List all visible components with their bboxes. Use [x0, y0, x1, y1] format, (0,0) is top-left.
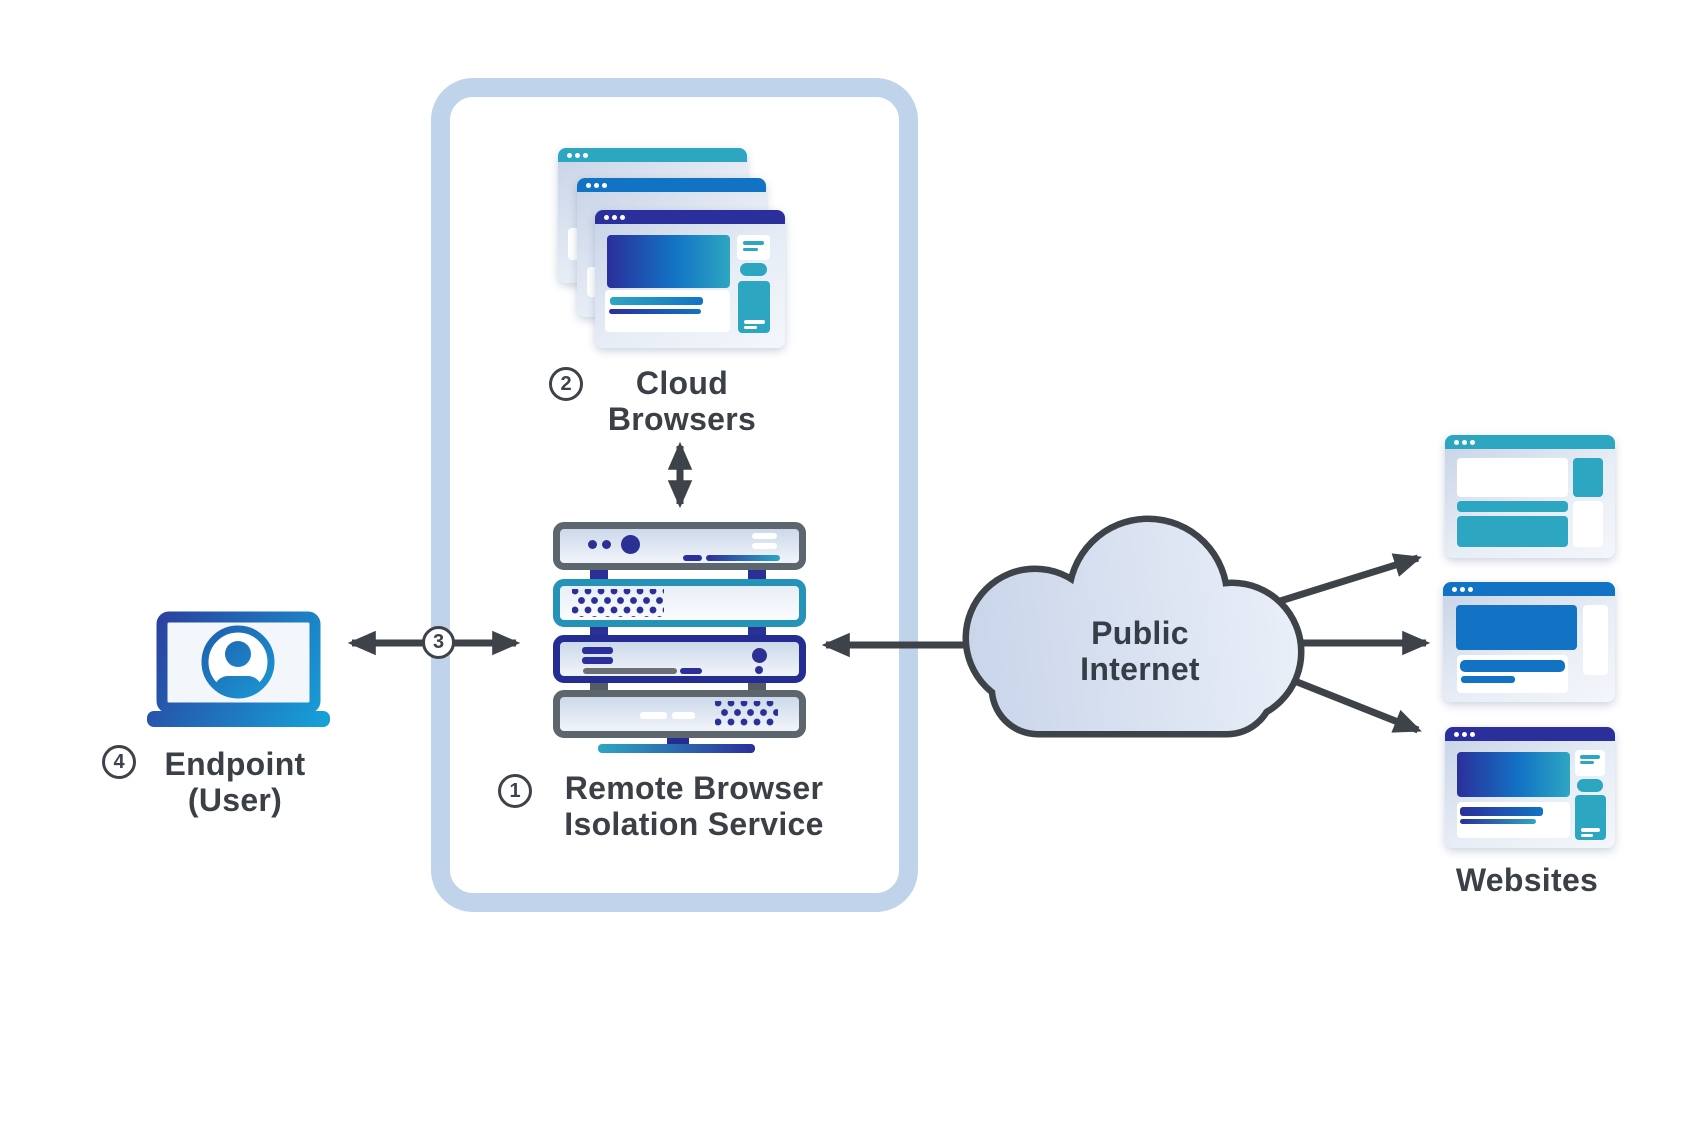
- vent-dot-grid: [572, 589, 664, 617]
- window-controls-icon: [1454, 440, 1459, 445]
- hero-image-block: [607, 235, 730, 288]
- text-line: [1581, 828, 1600, 832]
- indicator-dot: [752, 648, 767, 663]
- content-block: [1573, 501, 1603, 547]
- endpoint-laptop-icon: [147, 611, 330, 727]
- text-line: [744, 320, 765, 324]
- vent-line: [640, 712, 667, 719]
- status-line: [680, 668, 702, 674]
- label-websites: Websites: [1455, 862, 1599, 898]
- sidebar-block: [737, 235, 770, 260]
- text-line: [743, 241, 764, 245]
- browser-titlebar: [595, 210, 785, 224]
- text-line: [1580, 755, 1600, 759]
- content-block: [1457, 655, 1568, 693]
- status-line: [706, 555, 780, 561]
- browser-titlebar: [1445, 435, 1615, 449]
- window-controls-icon: [567, 153, 572, 158]
- sidebar-block: [1583, 605, 1608, 675]
- server-base-bar: [598, 744, 755, 753]
- vent-dot-grid: [715, 701, 778, 727]
- window-controls-icon: [1452, 587, 1457, 592]
- step-badge-1: 1: [498, 774, 532, 808]
- server-unit-3: [553, 635, 806, 683]
- step-badge-4: 4: [102, 745, 136, 779]
- button-block: [1577, 779, 1603, 792]
- window-controls-icon: [604, 215, 609, 220]
- label-cloud-browsers: Cloud Browsers: [607, 365, 757, 438]
- cloud-browser-window-front: [595, 210, 785, 348]
- window-controls-icon: [586, 183, 591, 188]
- server-unit-4: [553, 690, 806, 738]
- user-avatar-icon: [201, 625, 275, 699]
- isolation-boundary-box: [431, 78, 918, 912]
- indicator-dot: [755, 666, 763, 674]
- text-line: [609, 309, 701, 314]
- laptop-base: [147, 711, 330, 727]
- sidebar-block: [1575, 795, 1606, 840]
- website-thumbnail-2: [1443, 582, 1615, 702]
- vent-line: [752, 533, 777, 539]
- indicator-dot: [588, 540, 597, 549]
- content-block: [605, 290, 730, 332]
- browser-titlebar: [1443, 582, 1615, 596]
- indicator-dot: [621, 535, 640, 554]
- text-line: [1460, 660, 1565, 672]
- status-line: [683, 555, 702, 561]
- vent-line: [672, 712, 695, 719]
- text-line: [1461, 676, 1515, 683]
- public-internet-cloud: [962, 515, 1305, 738]
- hero-image-block: [1457, 752, 1570, 797]
- server-unit-1: [553, 522, 806, 570]
- website-thumbnail-3: [1445, 727, 1615, 848]
- text-line: [1460, 807, 1543, 816]
- content-block: [1457, 458, 1568, 497]
- text-line: [1581, 834, 1593, 837]
- vent-line: [752, 543, 777, 549]
- website-thumbnail-1: [1445, 435, 1615, 558]
- content-block: [1573, 458, 1603, 497]
- server-unit-2: [553, 579, 806, 627]
- text-line: [744, 326, 757, 329]
- label-rbi-service: Remote Browser Isolation Service: [564, 770, 824, 843]
- text-line: [610, 297, 703, 305]
- content-block: [1457, 802, 1570, 838]
- server-foot: [667, 735, 689, 746]
- window-controls-icon: [1454, 732, 1459, 737]
- text-line: [743, 248, 758, 251]
- content-block: [1457, 516, 1568, 547]
- content-block: [1457, 501, 1568, 512]
- sidebar-block: [1575, 750, 1605, 776]
- text-line: [1580, 761, 1594, 764]
- step-badge-2: 2: [549, 367, 583, 401]
- status-line: [583, 668, 677, 674]
- text-line: [1460, 819, 1536, 824]
- label-public-internet: Public Internet: [1080, 615, 1200, 688]
- hero-image-block: [1456, 605, 1577, 650]
- sidebar-block: [738, 281, 770, 333]
- browser-titlebar: [558, 148, 747, 162]
- status-line: [582, 657, 613, 664]
- label-endpoint: Endpoint (User): [164, 746, 306, 819]
- browser-titlebar: [577, 178, 766, 192]
- browser-titlebar: [1445, 727, 1615, 741]
- indicator-dot: [602, 540, 611, 549]
- button-block: [740, 263, 767, 276]
- status-line: [582, 647, 613, 654]
- step-badge-3: 3: [422, 626, 455, 659]
